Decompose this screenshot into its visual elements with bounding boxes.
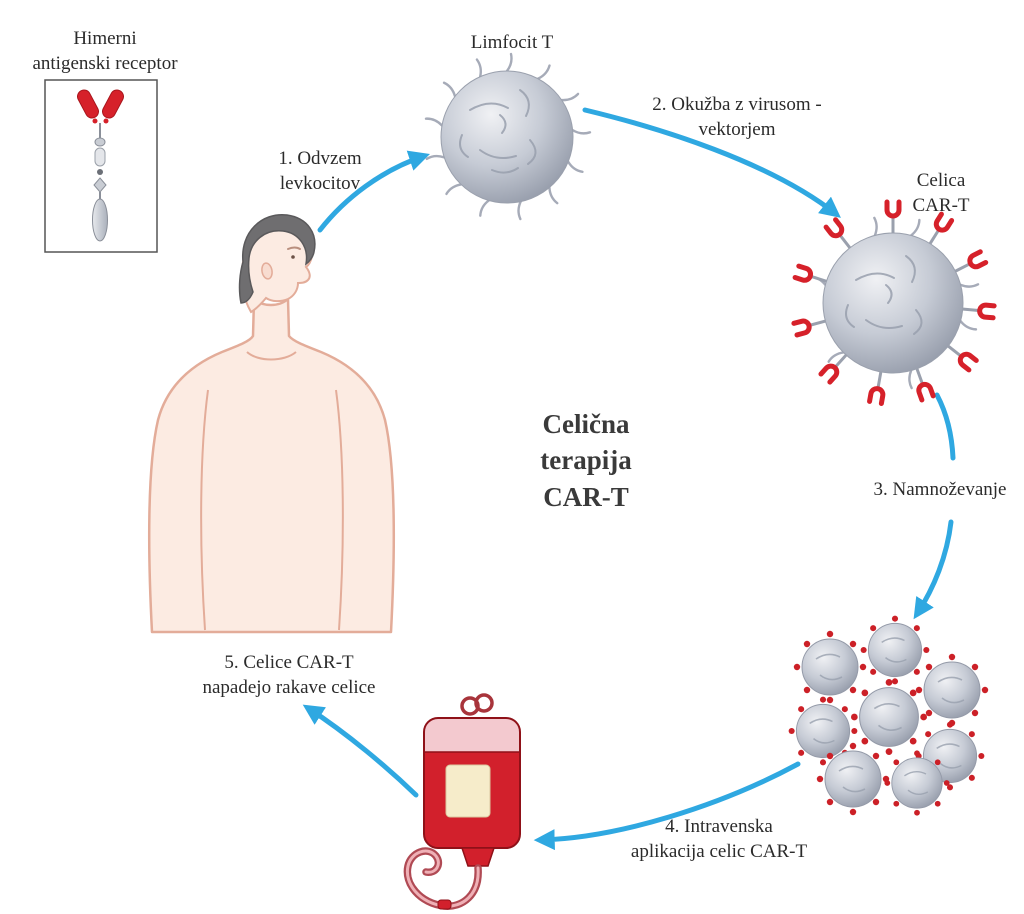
step1-label: 1. Odvzem levkocitov xyxy=(250,146,390,196)
step3-label-line: 3. Namnoževanje xyxy=(873,479,1007,500)
car-receptor-legend-icon xyxy=(44,79,158,253)
arrow-step3-lower xyxy=(913,519,954,620)
diagram-title: Celična terapija CAR-T xyxy=(486,406,686,515)
flow-arrows xyxy=(302,107,956,851)
step4-label-line: aplikacija celic CAR-T xyxy=(630,841,808,863)
person-eyebrow xyxy=(287,246,301,250)
step4-label: 4. Intravenska aplikacija celic CAR-T xyxy=(609,814,829,864)
diagram-title-line: Celična xyxy=(542,409,630,439)
car-t-cell-icon xyxy=(794,202,994,404)
legend-label-line: antigenski receptor xyxy=(32,53,178,75)
step1-label-line: 1. Odvzem xyxy=(278,148,362,169)
step2-label-line: vektorjem xyxy=(698,119,776,141)
step3-label: 3. Namnoževanje xyxy=(830,477,1024,502)
step5-label-line: 5. Celice CAR-T xyxy=(224,652,354,673)
arrow-step4 xyxy=(533,761,801,851)
diagram-title-line: CAR-T xyxy=(543,481,629,512)
legend-label: Himerni antigenski receptor xyxy=(10,26,200,76)
arrow-step3-upper xyxy=(934,392,956,461)
arrow-step2 xyxy=(582,107,841,218)
lymphocyte-label: Limfocit T xyxy=(432,30,592,55)
diagram-title-line: terapija xyxy=(540,445,632,476)
lymphocyte-label-line: Limfocit T xyxy=(470,32,554,53)
arrow-step5 xyxy=(302,704,419,798)
person-figure-icon xyxy=(147,214,396,634)
legend-label-line: Himerni xyxy=(73,28,137,49)
step5-label: 5. Celice CAR-T napadejo rakave celice xyxy=(169,650,409,700)
step1-label-line: levkocitov xyxy=(279,173,361,195)
iv-blood-bag-icon xyxy=(403,693,521,910)
car-t-cell-label-line: Celica xyxy=(916,170,966,191)
person-torso xyxy=(147,297,396,634)
car-t-cell-label: Celica CAR-T xyxy=(881,168,1001,218)
step4-label-line: 4. Intravenska xyxy=(665,816,773,837)
car-t-cell-label-line: CAR-T xyxy=(912,195,970,217)
step2-label: 2. Okužba z virusom - vektorjem xyxy=(627,92,847,142)
person-ear xyxy=(261,262,273,280)
t-lymphocyte-icon xyxy=(424,52,592,221)
step2-label-line: 2. Okužba z virusom - xyxy=(652,94,822,115)
person-eye xyxy=(291,255,295,259)
person-hair xyxy=(238,214,316,304)
step5-label-line: napadejo rakave celice xyxy=(202,677,376,699)
arrow-step1 xyxy=(317,150,430,233)
cell-cluster-icon xyxy=(787,614,990,817)
